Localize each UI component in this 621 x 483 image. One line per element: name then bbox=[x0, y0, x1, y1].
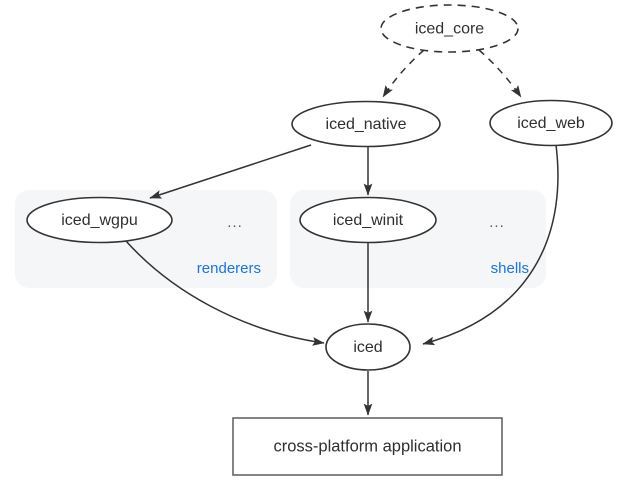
edge-iced_core-to-iced_web bbox=[478, 49, 522, 98]
edge-iced_core-to-iced_native bbox=[382, 49, 425, 98]
edge-iced_native-to-iced_wgpu bbox=[149, 144, 312, 199]
node-iced_winit[interactable]: iced_winit bbox=[299, 196, 437, 244]
node-iced_winit-shape[interactable] bbox=[299, 196, 437, 244]
cluster-shells-label: shells bbox=[491, 260, 529, 277]
node-iced[interactable]: iced bbox=[325, 323, 411, 371]
cluster-shells-ellipsis: ... bbox=[489, 214, 505, 231]
node-iced-shape[interactable] bbox=[325, 323, 411, 371]
node-application-shape[interactable] bbox=[232, 417, 503, 476]
node-iced_core[interactable]: iced_core bbox=[380, 4, 519, 53]
node-iced_web-shape[interactable] bbox=[489, 99, 613, 147]
node-iced_wgpu[interactable]: iced_wgpu bbox=[26, 196, 173, 244]
node-application[interactable]: cross-platform application bbox=[232, 417, 503, 476]
node-iced_native-shape[interactable] bbox=[291, 100, 441, 148]
edge-iced_wgpu-to-iced bbox=[125, 240, 325, 346]
cluster-renderers-label: renderers bbox=[197, 260, 261, 277]
node-iced_native[interactable]: iced_native bbox=[291, 100, 441, 148]
edge-iced_web-to-iced bbox=[422, 144, 559, 346]
node-iced_web[interactable]: iced_web bbox=[489, 99, 613, 147]
node-iced_wgpu-shape[interactable] bbox=[26, 196, 173, 244]
cluster-renderers-ellipsis: ... bbox=[227, 214, 243, 231]
node-iced_core-shape[interactable] bbox=[380, 4, 519, 53]
